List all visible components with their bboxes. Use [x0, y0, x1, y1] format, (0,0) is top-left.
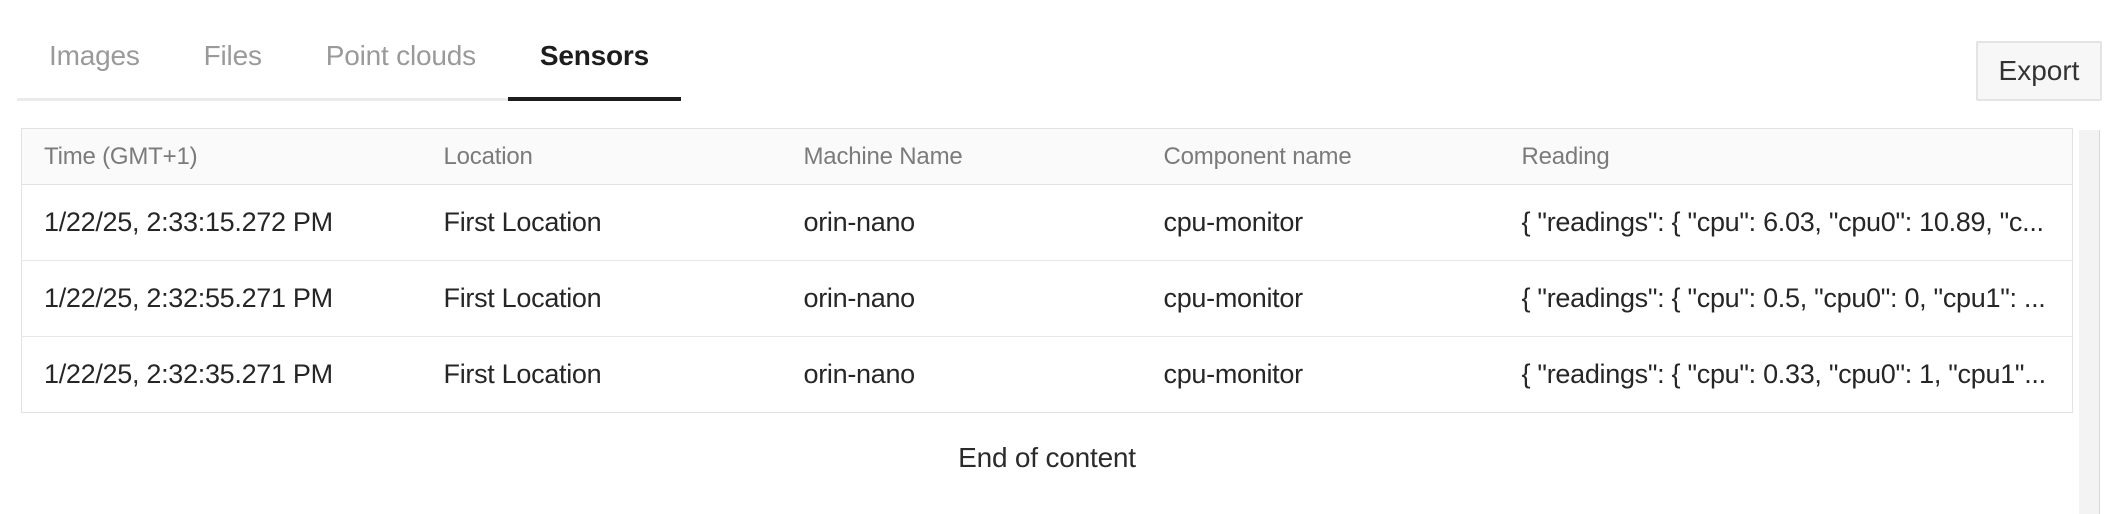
tab-point-clouds[interactable]: Point clouds — [325, 40, 476, 71]
sensors-table-panel: Time (GMT+1) Location Machine Name Compo… — [21, 128, 2073, 413]
cell-machine-name: orin-nano — [781, 184, 1142, 261]
table-row[interactable]: 1/22/25, 2:32:35.271 PM First Location o… — [21, 336, 2073, 413]
cell-machine-name: orin-nano — [781, 260, 1142, 337]
tab-files[interactable]: Files — [203, 40, 262, 71]
cell-time: 1/22/25, 2:33:15.272 PM — [21, 184, 422, 261]
cell-reading: { "readings": { "cpu": 0.33, "cpu0": 1, … — [1521, 359, 2047, 389]
table-row[interactable]: 1/22/25, 2:32:55.271 PM First Location o… — [21, 260, 2073, 337]
tab-bar: Images Files Point clouds Sensors — [17, 18, 682, 101]
vertical-scrollbar[interactable] — [2079, 130, 2100, 514]
column-header-component-name: Component name — [1141, 128, 1500, 185]
tab-images[interactable]: Images — [49, 40, 140, 71]
column-header-location: Location — [421, 128, 782, 185]
cell-location: First Location — [421, 184, 782, 261]
cell-reading: { "readings": { "cpu": 0.5, "cpu0": 0, "… — [1499, 260, 2073, 337]
column-header-time: Time (GMT+1) — [21, 128, 422, 185]
cell-component-name: cpu-monitor — [1141, 260, 1500, 337]
export-button[interactable]: Export — [1976, 41, 2102, 101]
cell-component-name: cpu-monitor — [1163, 359, 1304, 389]
column-header-machine-name: Machine Name — [781, 128, 1142, 185]
cell-component-name: cpu-monitor — [1141, 184, 1500, 261]
cell-time: 1/22/25, 2:32:55.271 PM — [21, 260, 422, 337]
sensors-table: Time (GMT+1) Location Machine Name Compo… — [21, 128, 2073, 413]
end-of-content-message: End of content — [958, 442, 1136, 473]
cell-location: First Location — [443, 359, 602, 389]
table-row[interactable]: 1/22/25, 2:33:15.272 PM First Location o… — [21, 184, 2073, 261]
cell-machine-name: orin-nano — [803, 359, 916, 389]
cell-time: 1/22/25, 2:32:35.271 PM — [44, 359, 333, 389]
table-header-row: Time (GMT+1) Location Machine Name Compo… — [21, 128, 2073, 185]
tab-sensors[interactable]: Sensors — [507, 18, 682, 101]
cell-location: First Location — [421, 260, 782, 337]
cell-reading: { "readings": { "cpu": 6.03, "cpu0": 10.… — [1499, 184, 2073, 261]
column-header-reading: Reading — [1499, 128, 2073, 185]
